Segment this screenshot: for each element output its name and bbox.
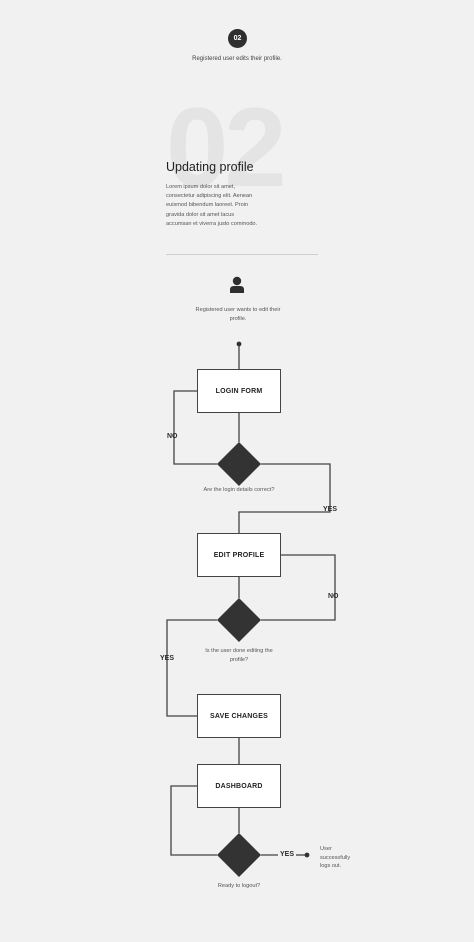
login-question: Are the login details correct? [203,487,275,493]
edit-yes-label: YES [160,655,175,662]
login-form-node: LOGIN FORM [197,369,281,413]
edit-no-label: NO [328,593,339,600]
divider [166,254,318,255]
logout-yes-label: YES [280,851,295,858]
login-yes-label: YES [323,506,338,513]
decision-logout-diamond [217,833,261,877]
edit-profile-node: EDIT PROFILE [197,533,281,577]
end-description: User successfully logs out. [320,846,351,870]
edit-question: Is the user done editing the profile? [205,648,273,663]
save-changes-node: SAVE CHANGES [197,694,281,738]
user-icon [230,276,244,293]
step-number-badge: 02 [228,29,247,48]
logout-question: Ready to logout? [217,883,261,889]
actor-description: Registered user wants to edit their prof… [195,307,281,322]
dashboard-node: DASHBOARD [197,764,281,808]
section-body: Lorem ipsum dolor sit amet, consectetur … [166,184,258,227]
big-step-number: 02 [166,85,287,210]
end-dot [304,852,310,858]
section-title: Updating profile [166,160,254,174]
step-caption: Registered user edits their profile. [192,56,282,62]
login-no-label: NO [167,433,178,440]
decision-edit-diamond [217,598,261,642]
decision-login-diamond [217,442,261,486]
start-dot [236,341,242,347]
